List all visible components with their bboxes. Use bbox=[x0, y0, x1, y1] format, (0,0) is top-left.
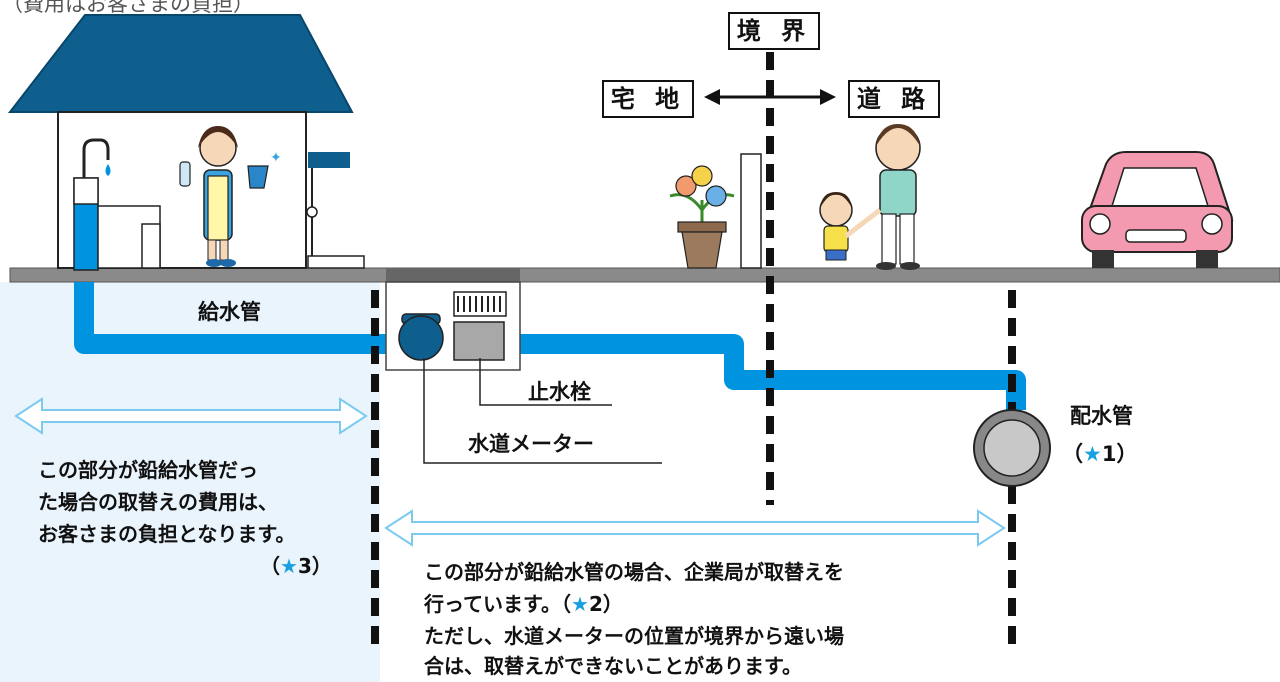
meter-box-lid bbox=[386, 268, 520, 282]
left-note-line-3: お客さまの負担となります。 bbox=[38, 522, 296, 546]
middle-note-line-2: 行っています。（★2） bbox=[424, 592, 623, 616]
house: ✦ bbox=[7, 14, 365, 271]
middle-note-line-4: 合は、取替えができないことがあります。 bbox=[424, 654, 802, 678]
left-note-ref: （★3） bbox=[260, 554, 332, 578]
water-meter-label: 水道メーター bbox=[468, 432, 594, 456]
distribution-main-label: 配水管 bbox=[1070, 404, 1133, 428]
distribution-main-ref: （★1） bbox=[1062, 442, 1138, 466]
star-icon: ★ bbox=[1083, 442, 1102, 466]
service-pipe-label: 給水管 bbox=[198, 300, 261, 324]
star-icon: ★ bbox=[571, 592, 589, 616]
left-note-line-1: この部分が鉛給水管だっ bbox=[38, 458, 258, 482]
boundary-label: 境 界 bbox=[728, 12, 820, 50]
star-icon: ★ bbox=[280, 554, 298, 578]
car bbox=[1081, 151, 1234, 268]
awning bbox=[308, 152, 350, 168]
cost-note: （費用はお客さまの負担） bbox=[2, 0, 254, 16]
stop-valve-icon bbox=[453, 291, 507, 361]
stop-valve-label: 止水栓 bbox=[528, 380, 591, 404]
direction-arrow bbox=[704, 89, 836, 105]
meter-leader bbox=[423, 358, 662, 464]
ground-surface bbox=[9, 267, 1280, 283]
woman-figure: ✦ bbox=[179, 126, 282, 267]
stop-valve-leader bbox=[479, 358, 612, 406]
middle-note-line-1: この部分が鉛給水管の場合、企業局が取替えを bbox=[424, 560, 844, 584]
left-note-line-2: た場合の取替えの費用は、 bbox=[38, 490, 278, 514]
private-land-label: 宅 地 bbox=[602, 80, 694, 118]
water-meter-icon bbox=[398, 313, 444, 361]
faucet-icon bbox=[82, 138, 110, 178]
road-label: 道 路 bbox=[848, 80, 940, 118]
middle-note-line-3: ただし、水道メーターの位置が境界から遠い場 bbox=[424, 624, 844, 648]
svg-text:✦: ✦ bbox=[270, 150, 282, 166]
left-span-arrow bbox=[14, 397, 368, 435]
boundary-post bbox=[740, 153, 762, 269]
house-wall bbox=[57, 111, 307, 269]
flower-pot bbox=[669, 165, 735, 269]
house-roof bbox=[7, 14, 354, 113]
family-figures bbox=[819, 124, 921, 270]
water-drop-icon bbox=[105, 164, 111, 176]
middle-span-arrow bbox=[384, 509, 1006, 547]
